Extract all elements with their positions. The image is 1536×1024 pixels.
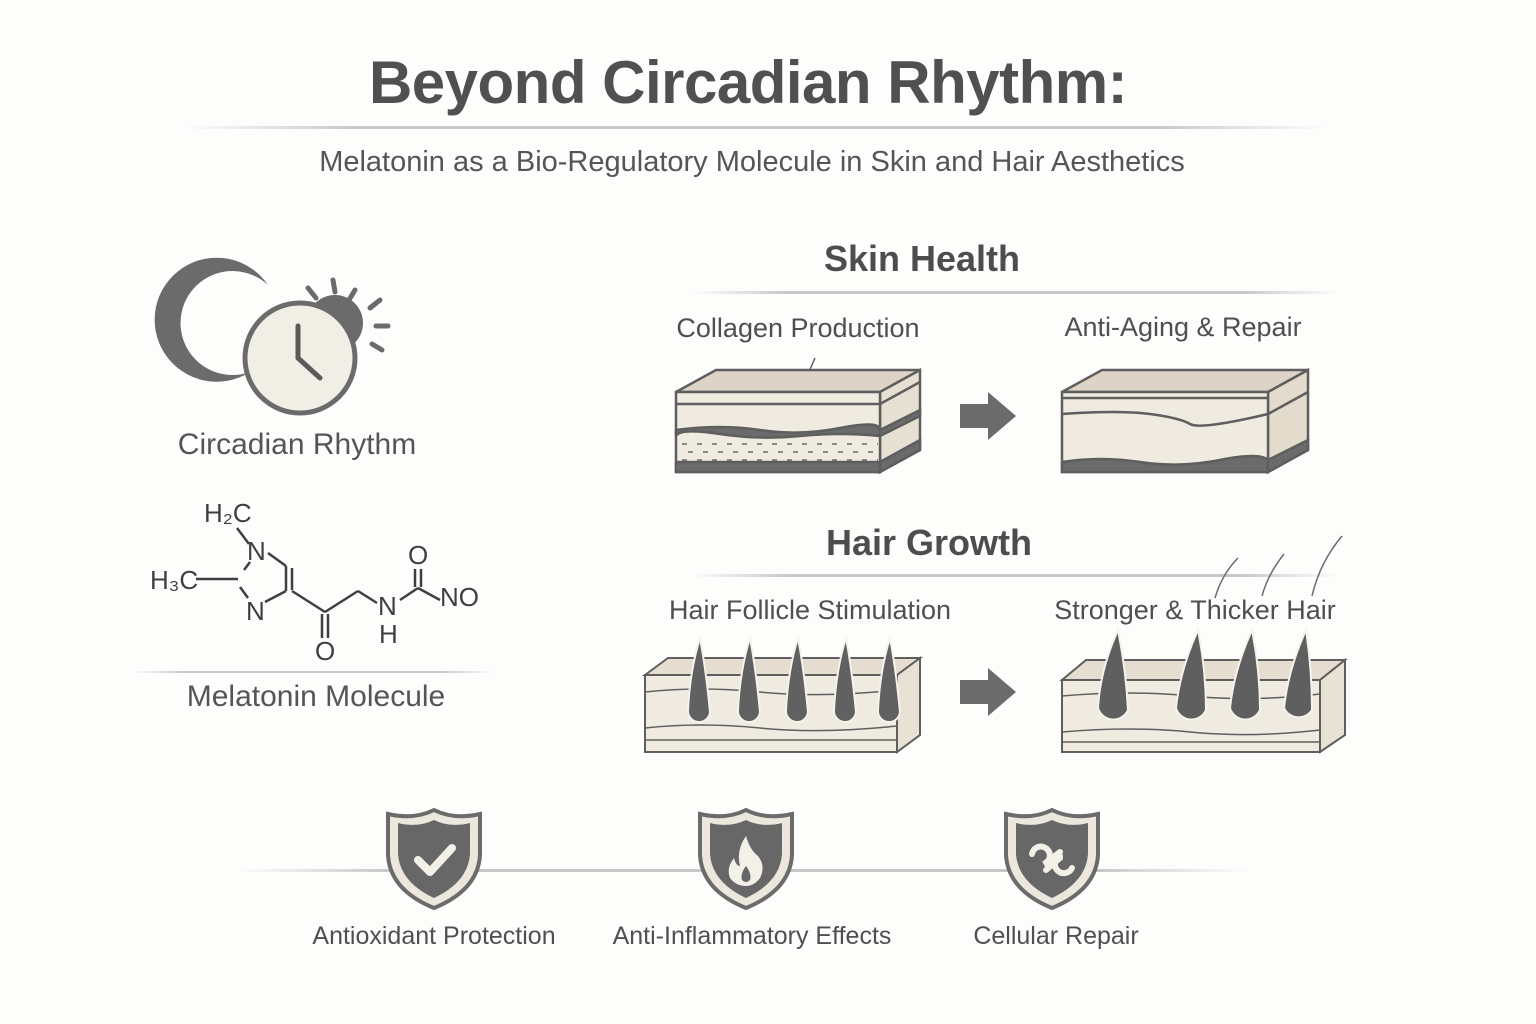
hair-strands-thin xyxy=(686,637,902,724)
skin-divider xyxy=(690,291,1340,294)
hair-arrow-icon xyxy=(960,668,1016,716)
atom-h3c: H₃C xyxy=(150,565,198,595)
circadian-rhythm-label: Circadian Rhythm xyxy=(177,428,417,461)
stronger-thicker-hair-label: Stronger & Thicker Hair xyxy=(1054,595,1336,625)
page-subtitle: Melatonin as a Bio-Regulatory Molecule i… xyxy=(319,146,1185,178)
anti-inflammatory-effects-label: Anti-Inflammatory Effects xyxy=(612,922,892,950)
shield-flame-icon xyxy=(698,807,794,911)
atom-n-top: N xyxy=(247,536,266,566)
atom-h2c: H₂C xyxy=(204,498,252,528)
melatonin-molecule-label: Melatonin Molecule xyxy=(186,680,446,713)
hair-strands-thick xyxy=(1096,626,1314,721)
atom-h-amide: H xyxy=(379,619,398,649)
skin-health-title: Skin Health xyxy=(823,238,1021,279)
cellular-repair-label: Cellular Repair xyxy=(973,922,1139,950)
collagen-production-label: Collagen Production xyxy=(676,313,920,343)
hair-growth-title: Hair Growth xyxy=(825,522,1033,563)
atom-n-bottom: N xyxy=(246,596,265,626)
skin-block-anti-aging xyxy=(1060,367,1310,475)
atom-o-ketone: O xyxy=(315,636,335,666)
title-divider xyxy=(180,126,1330,129)
shield-check-icon xyxy=(386,807,482,911)
hair-follicle-stimulation-label: Hair Follicle Stimulation xyxy=(668,595,952,625)
molecule-divider xyxy=(130,671,495,673)
page-title: Beyond Circadian Rhythm: xyxy=(368,49,1128,116)
anti-aging-repair-label: Anti-Aging & Repair xyxy=(1064,312,1302,342)
atom-no: NO xyxy=(440,582,479,612)
hair-divider xyxy=(690,574,1340,577)
hair-wisps xyxy=(1214,535,1343,599)
melatonin-molecule-diagram: H₂C N H₃C N O N H O NO xyxy=(150,498,479,666)
skin-block-collagen xyxy=(674,357,922,475)
circadian-clock-icon xyxy=(154,257,391,416)
atom-o-carbonyl: O xyxy=(408,540,428,570)
skin-arrow-icon xyxy=(960,392,1016,440)
atom-n-amide: N xyxy=(378,591,397,621)
antioxidant-protection-label: Antioxidant Protection xyxy=(312,922,556,950)
shield-wrench-icon xyxy=(1004,807,1100,911)
